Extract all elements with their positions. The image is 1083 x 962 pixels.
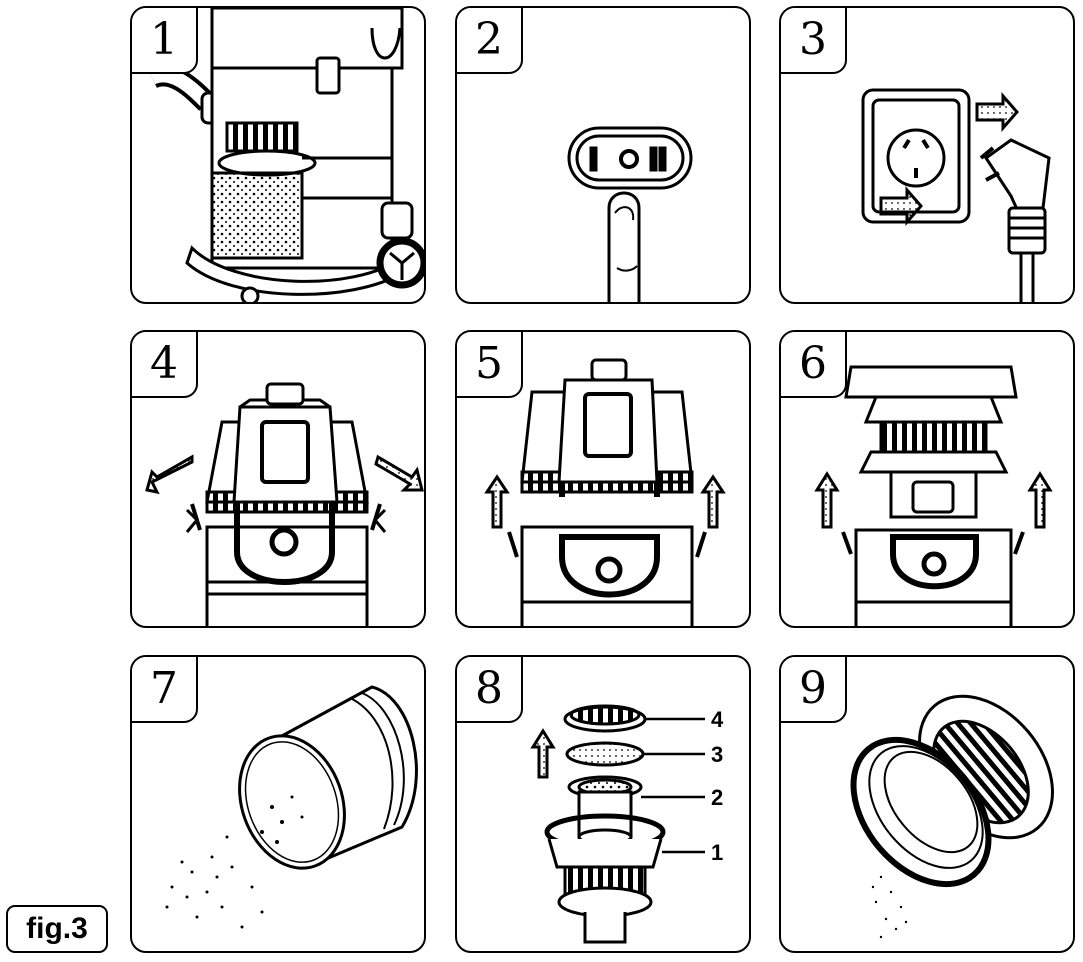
step-number: 2 xyxy=(457,8,523,74)
clean-filter-illustration xyxy=(850,694,1054,939)
step-panel-6: 6 xyxy=(779,330,1075,628)
step-number: 7 xyxy=(132,657,198,723)
step-number: 5 xyxy=(457,332,523,398)
callout-label-2: 2 xyxy=(711,785,723,810)
callout-label-1: 1 xyxy=(711,840,723,865)
vacuum-full-tank-illustration xyxy=(147,8,424,302)
step-number: 9 xyxy=(781,657,847,723)
step-panel-2: 2 xyxy=(455,6,751,304)
remove-filter-assembly-illustration xyxy=(814,365,1053,626)
callout-label-4: 4 xyxy=(711,707,724,732)
step-panel-5: 5 xyxy=(455,330,751,628)
filter-stack-exploded-illustration: 4 3 2 1 xyxy=(530,704,724,944)
step-number: 4 xyxy=(132,332,198,398)
power-switch-press-illustration xyxy=(567,126,693,302)
step-panel-1: 1 xyxy=(130,6,426,304)
callout-label-3: 3 xyxy=(711,742,723,767)
step-number: 3 xyxy=(781,8,847,74)
lift-motor-head-illustration xyxy=(484,358,726,626)
open-latches-illustration xyxy=(145,382,424,626)
step-panel-7: 7 xyxy=(130,655,426,953)
step-panel-9: 9 xyxy=(779,655,1075,953)
step-panel-3: 3 xyxy=(779,6,1075,304)
step-number: 1 xyxy=(132,8,198,74)
unplug-from-socket-illustration xyxy=(861,88,1051,302)
empty-dust-tank-illustration xyxy=(165,685,418,929)
step-panel-4: 4 xyxy=(130,330,426,628)
figure-label: fig.3 xyxy=(6,905,108,953)
step-number: 6 xyxy=(781,332,847,398)
step-number: 8 xyxy=(457,657,523,723)
step-panel-8: 8 4 3 2 1 xyxy=(455,655,751,953)
